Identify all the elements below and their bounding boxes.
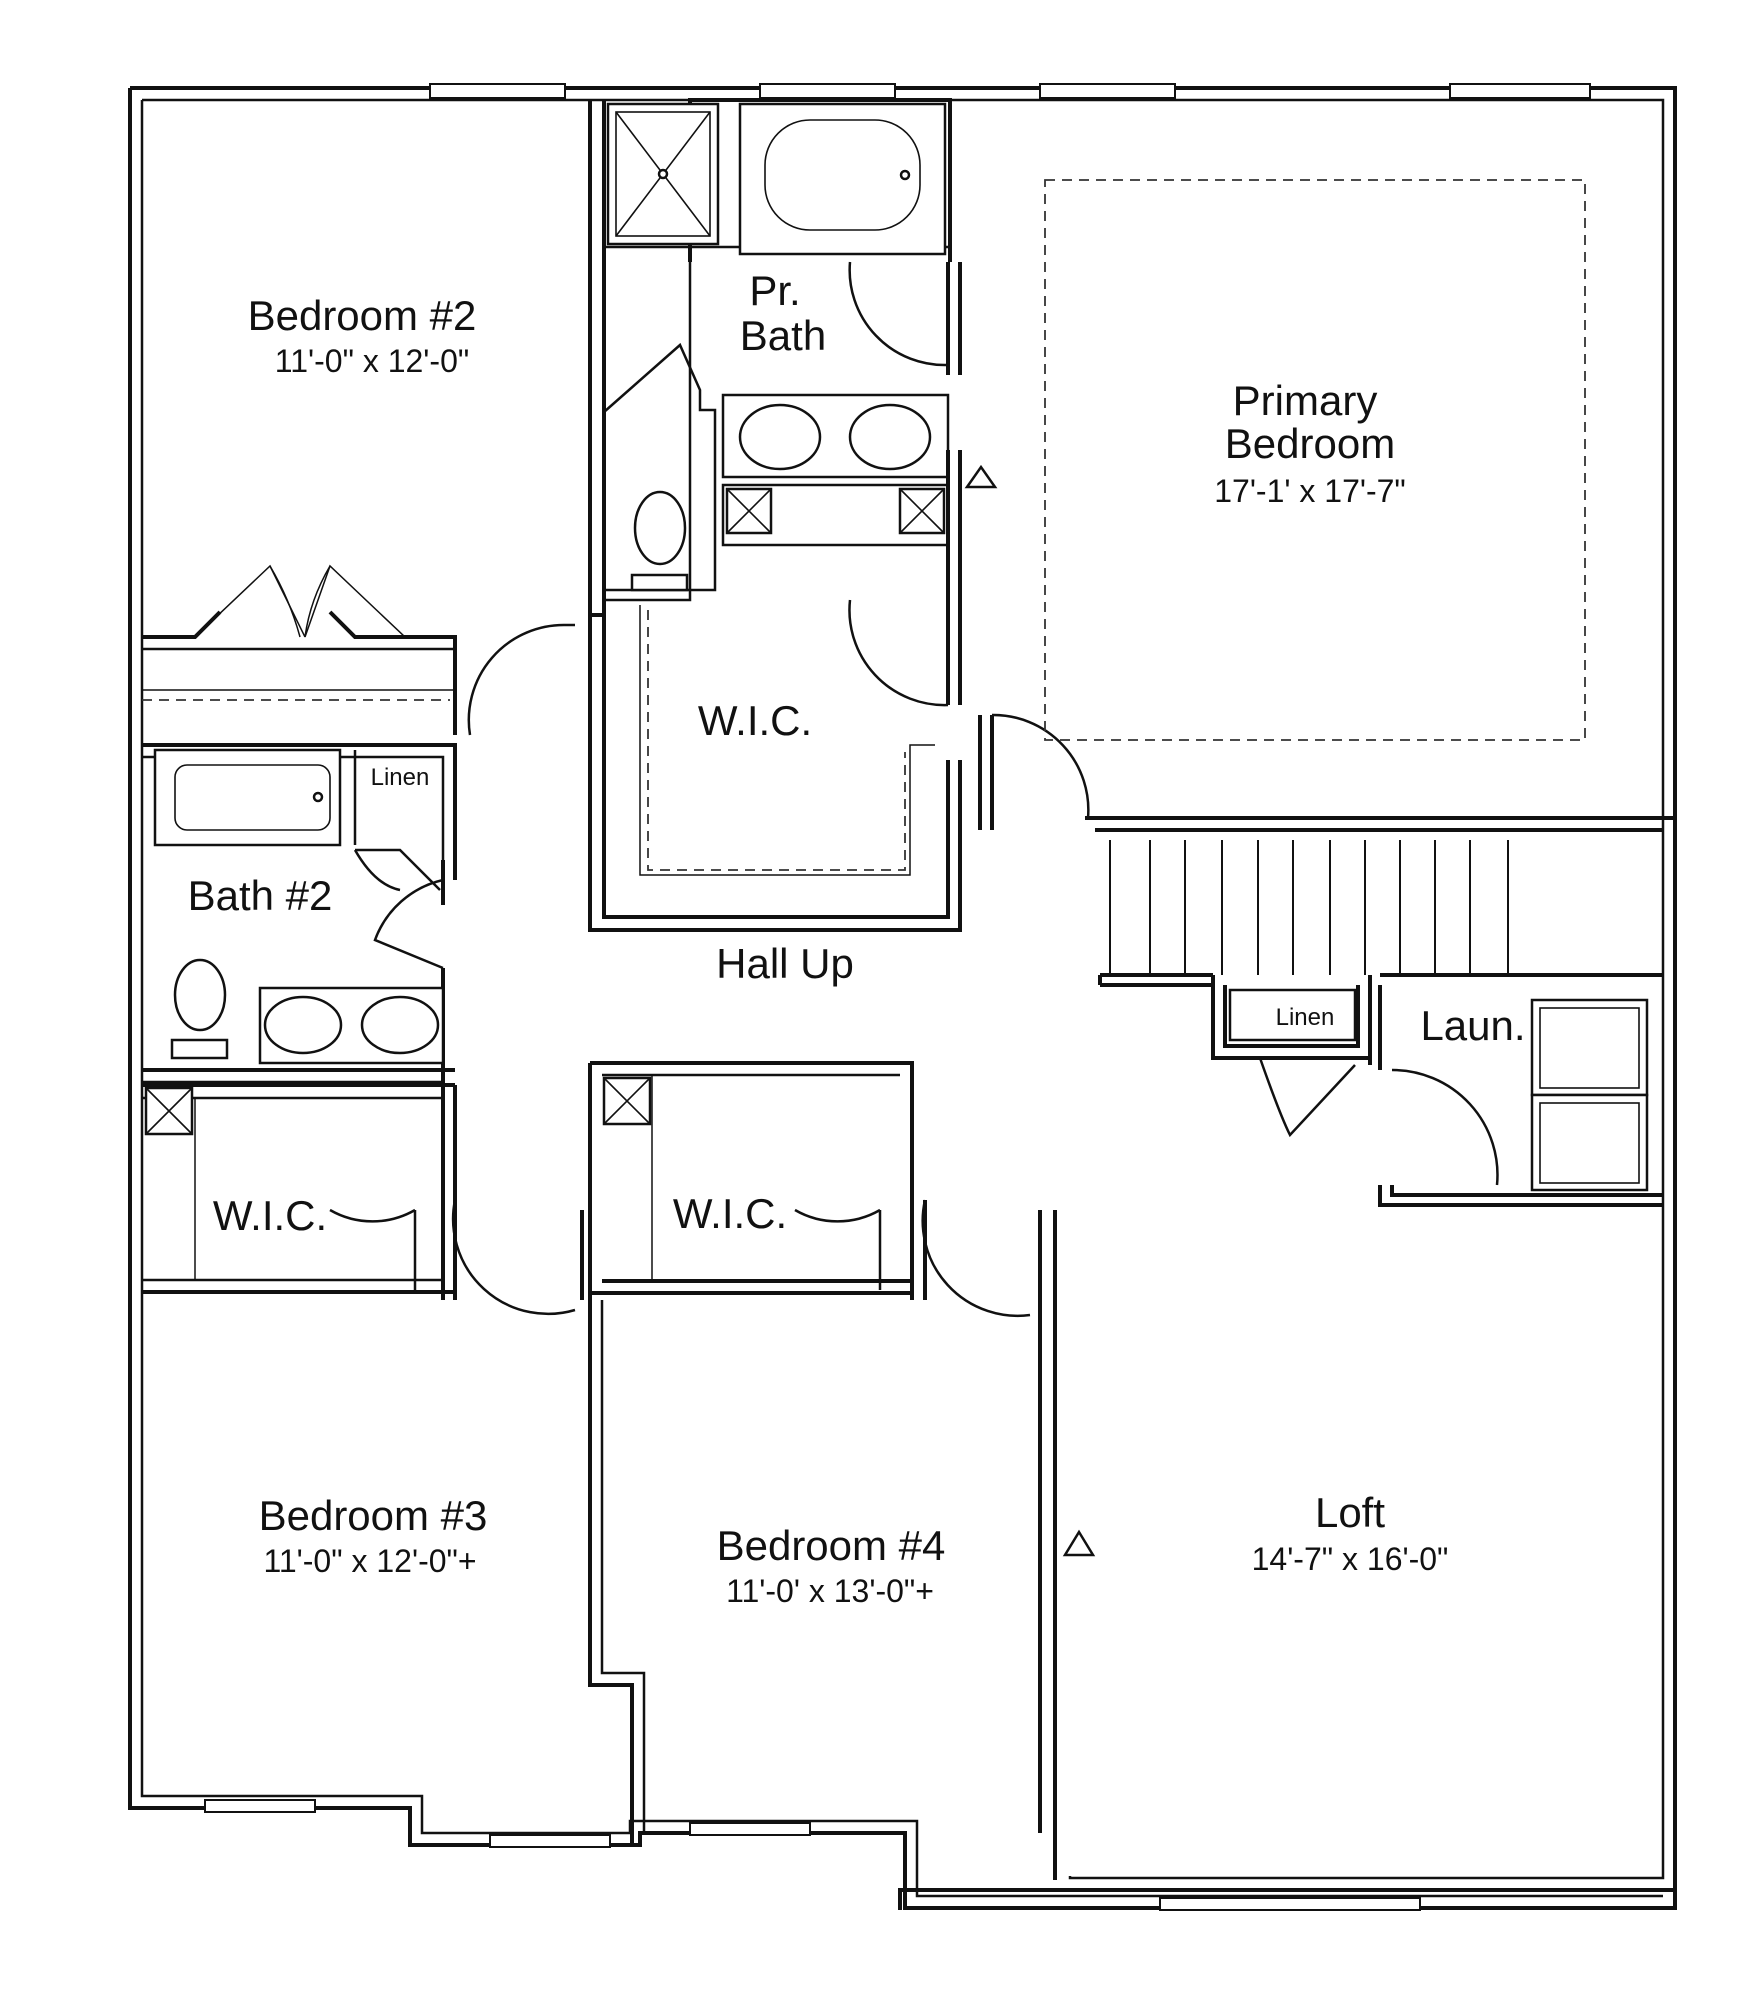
bedroom2-dims: 11'-0" x 12'-0" [275, 343, 469, 379]
toilet-bath2 [173, 958, 227, 1032]
interior-walls [142, 98, 1675, 1880]
pr-bath-line2: Bath [740, 312, 826, 359]
fixtures [153, 102, 947, 1065]
bedroom3-name: Bedroom #3 [259, 1492, 488, 1539]
bed3-wic-label: W.I.C. [213, 1192, 327, 1239]
bedroom4-dims: 11'-0' x 13'-0"+ [726, 1573, 934, 1609]
primary-bedroom-dims: 17'-1' x 17'-7" [1214, 473, 1406, 509]
bathtub [738, 102, 947, 256]
loft-dims: 14'-7" x 16'-0" [1252, 1541, 1449, 1577]
sink-left [738, 403, 822, 471]
sink-bath2-right [360, 995, 440, 1055]
sink-bath2-left [263, 995, 343, 1055]
hall-linen-label: Linen [1276, 1004, 1335, 1031]
tray-ceiling [1044, 179, 1586, 741]
door-swings [329, 261, 1499, 1317]
primary-bedroom-line2: Bedroom [1225, 420, 1395, 467]
pr-bath-line1: Pr. [749, 267, 800, 314]
bath2-name: Bath #2 [188, 872, 333, 919]
attic-marker-primary [964, 464, 998, 489]
bath2-linen-label: Linen [371, 764, 430, 791]
hall-label: Hall Up [716, 940, 854, 987]
toilet [633, 490, 687, 566]
exterior-walls [128, 83, 1677, 1911]
laundry-label: Laun. [1420, 1002, 1525, 1049]
primary-bedroom-line1: Primary [1233, 377, 1378, 424]
bedroom3-dims: 11'-0" x 12'-0"+ [263, 1543, 476, 1579]
loft-name: Loft [1315, 1489, 1385, 1536]
attic-marker-loft [1062, 1529, 1096, 1557]
bedroom2-name: Bedroom #2 [248, 292, 477, 339]
bedroom4-name: Bedroom #4 [717, 1522, 946, 1569]
bed4-wic-label: W.I.C. [673, 1190, 787, 1237]
sink-right [848, 403, 932, 471]
primary-wic-label: W.I.C. [698, 697, 812, 744]
